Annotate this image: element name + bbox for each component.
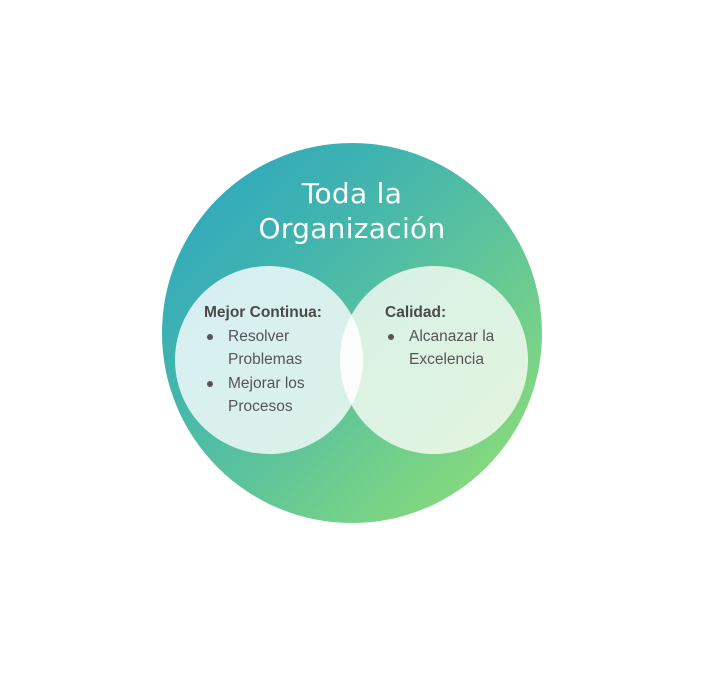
title-line-1: Toda la (301, 177, 403, 210)
mejora-continua-text-block: Mejor Continua: Resolver Problemas Mejor… (204, 301, 354, 419)
outer-circle-title: Toda la Organización (162, 176, 542, 246)
calidad-list: Alcanazar la Excelencia (385, 325, 515, 372)
inner-circle-calidad (340, 266, 528, 454)
list-item: Mejorar los Procesos (204, 372, 354, 419)
bullet-icon (207, 380, 213, 387)
inner-circle-mejora-continua (175, 266, 363, 454)
mejora-continua-list: Resolver Problemas Mejorar los Procesos (204, 325, 354, 419)
mejora-continua-heading: Mejor Continua: (204, 304, 322, 321)
bullet-icon (388, 333, 394, 340)
calidad-text-block: Calidad: Alcanazar la Excelencia (385, 301, 515, 372)
bullet-icon (207, 333, 213, 340)
title-line-2: Organización (258, 212, 446, 245)
calidad-heading: Calidad: (385, 304, 447, 321)
list-item: Resolver Problemas (204, 325, 354, 372)
list-item: Alcanazar la Excelencia (385, 325, 515, 372)
